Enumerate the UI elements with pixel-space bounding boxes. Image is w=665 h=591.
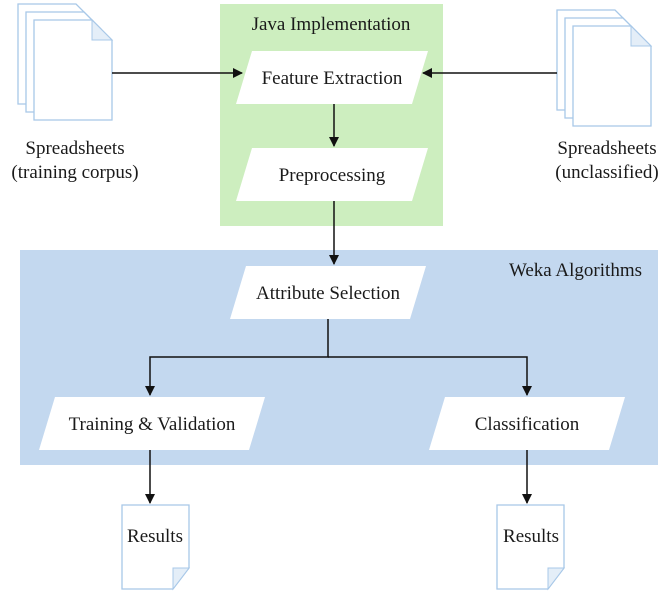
classification-shape [429,397,625,450]
document-icon [496,504,566,591]
edges [112,68,557,504]
feature-extraction-shape [236,51,428,104]
training-input-label-line2: (training corpus) [11,162,138,183]
attribute-selection-step: Attribute Selection [230,266,426,319]
training-spreadsheets-input: Spreadsheets (training corpus) [11,3,139,183]
preprocessing-shape [236,148,428,201]
unclassified-input-label-line2: (unclassified) [555,162,658,183]
edge-attribute-selection-to-classification [328,356,532,396]
feature-extraction-label: Feature Extraction [262,68,403,89]
document-stack-icon [17,3,114,121]
training-input-label-line1: Spreadsheets [25,138,124,159]
document-icon [121,504,191,591]
classification-step: Classification [429,397,625,450]
results-right-output: Results [496,504,566,591]
document-stack-icon [556,9,653,127]
preprocessing-step: Preprocessing [236,148,428,201]
attribute-selection-label: Attribute Selection [256,283,401,304]
training-validation-shape [39,397,265,450]
results-left-output: Results [121,504,191,591]
results-right-label: Results [503,526,559,547]
attribute-selection-shape [230,266,426,319]
unclassified-spreadsheets-input: Spreadsheets (unclassified) [555,9,659,183]
classification-label: Classification [475,414,580,435]
feature-extraction-step: Feature Extraction [236,51,428,104]
training-validation-step: Training & Validation [39,397,265,450]
java-region-title: Java Implementation [252,14,411,35]
edge-attribute-selection-to-training-validation [145,319,329,396]
unclassified-input-label-line1: Spreadsheets [557,138,656,159]
results-left-label: Results [127,526,183,547]
preprocessing-label: Preprocessing [279,165,386,186]
weka-region-title: Weka Algorithms [509,260,642,281]
training-validation-label: Training & Validation [69,414,236,435]
